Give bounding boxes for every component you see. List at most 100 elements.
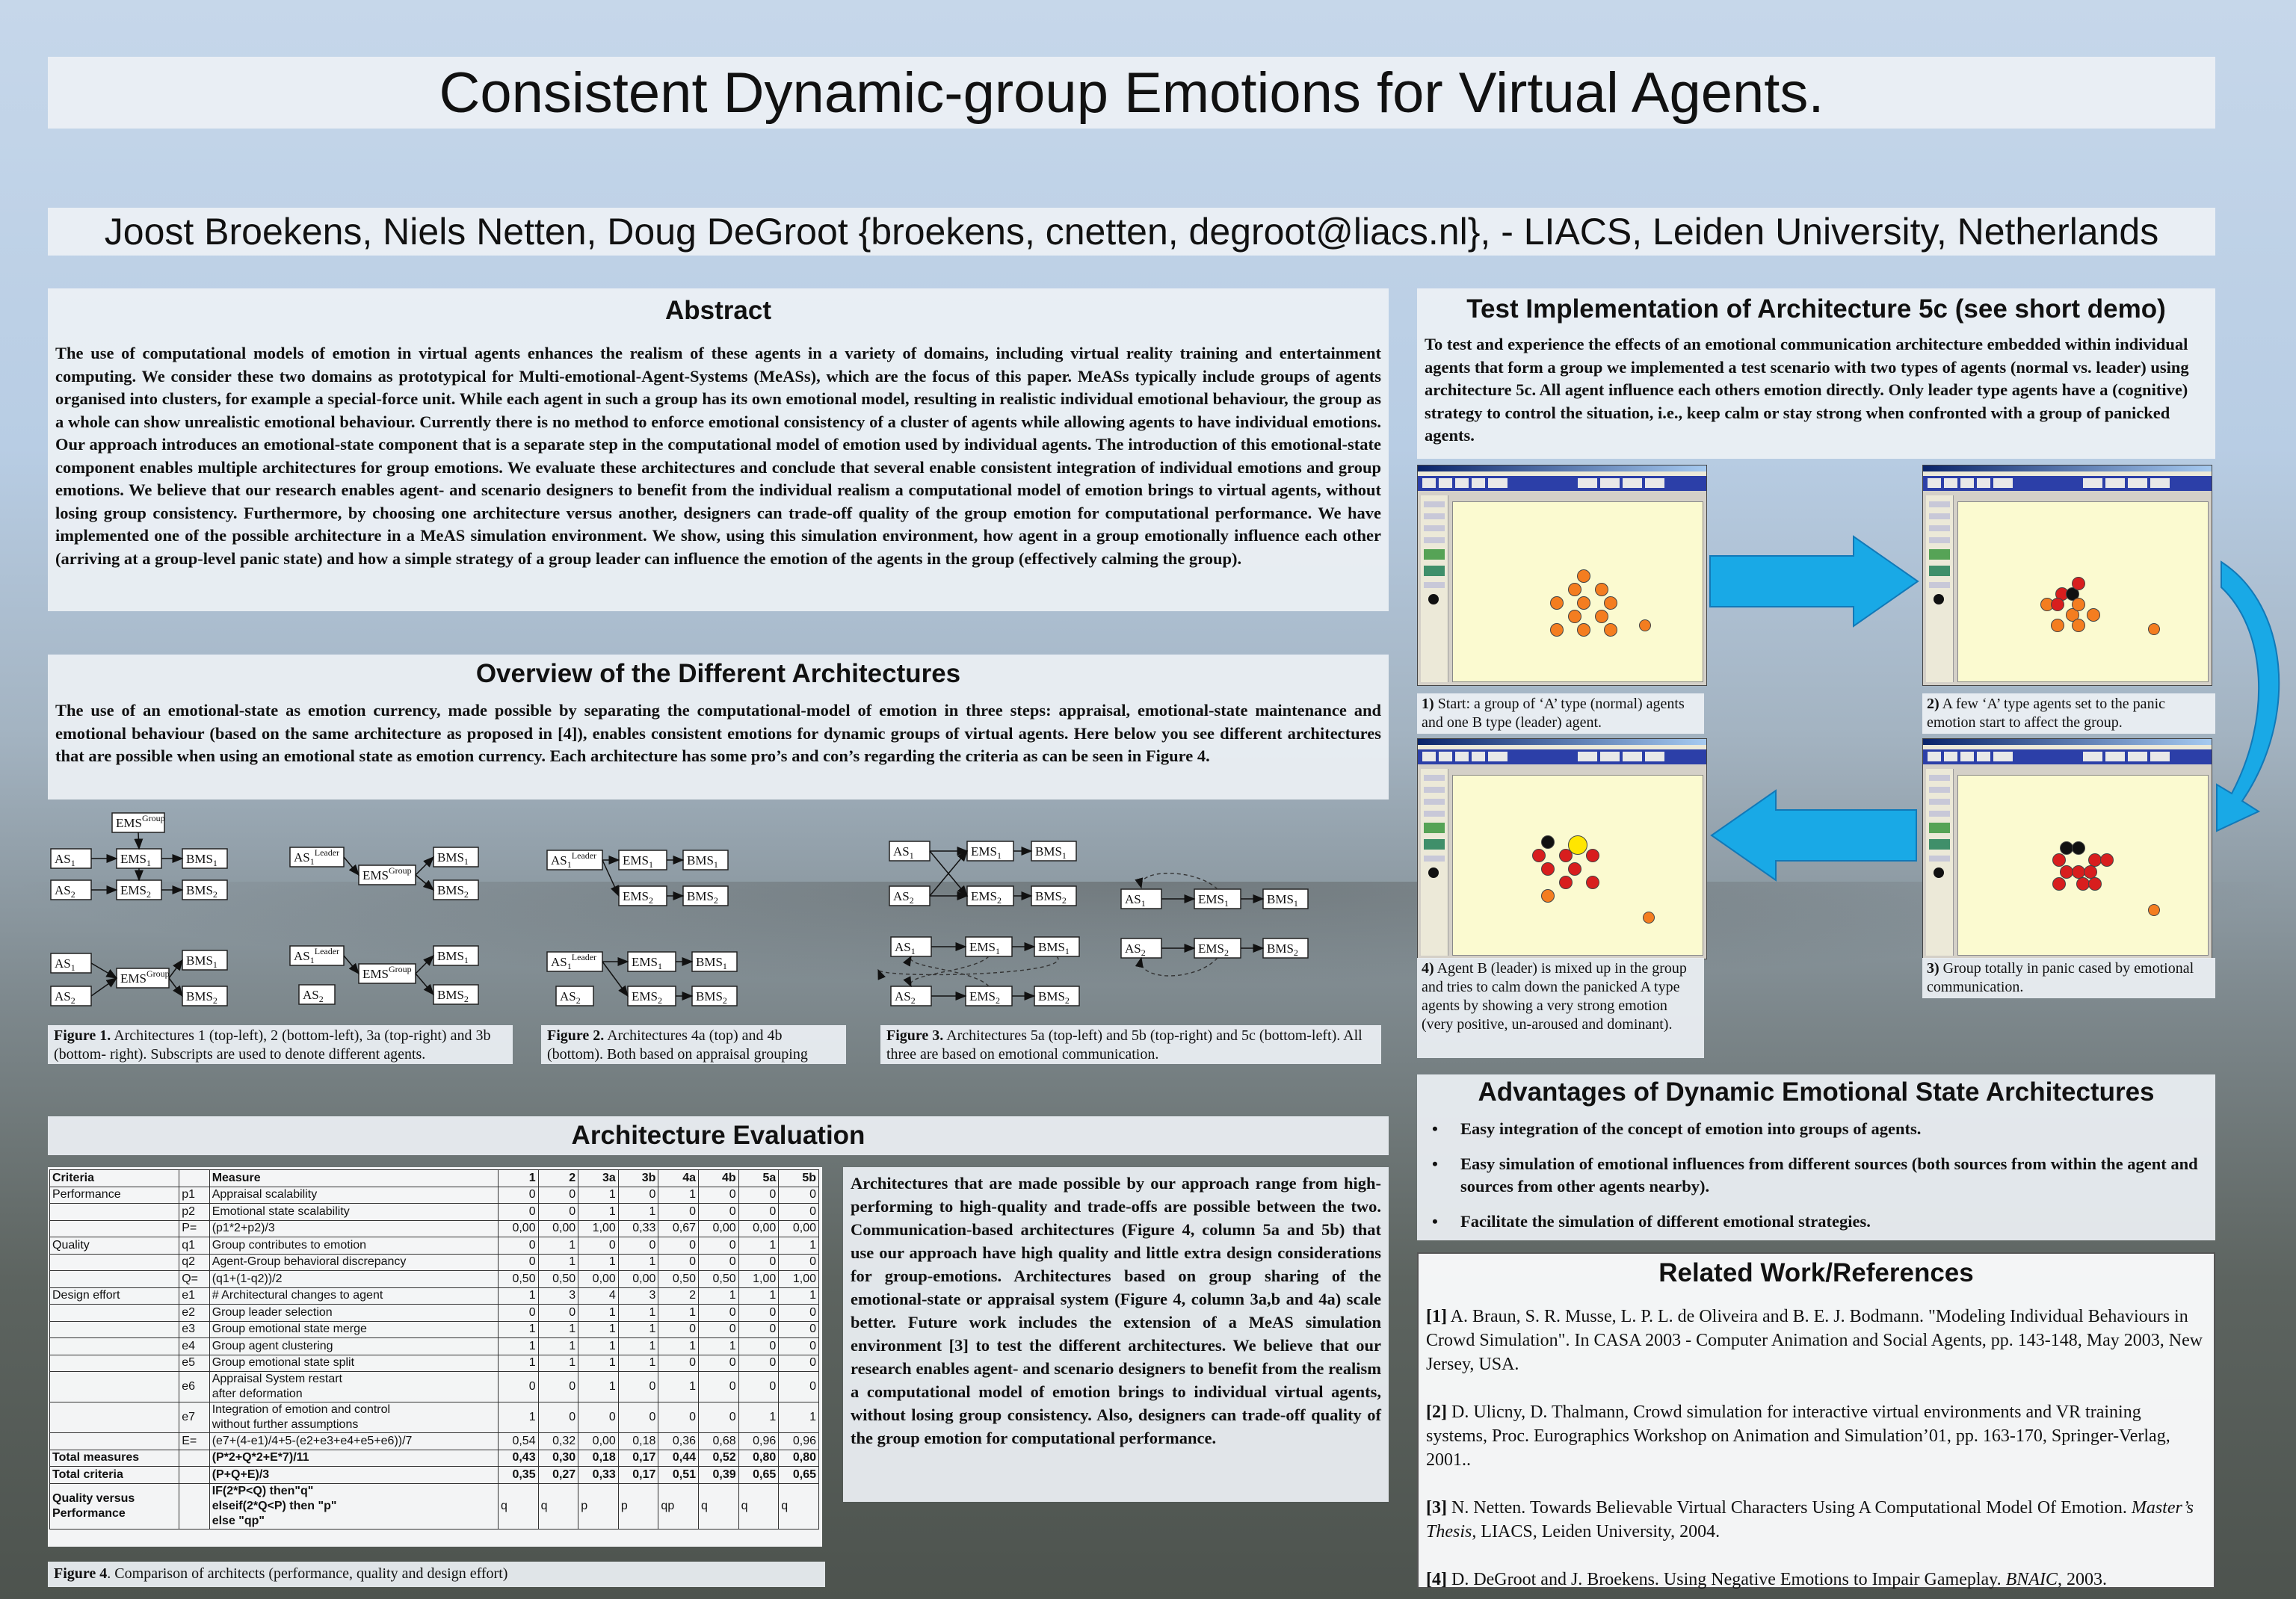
bms-label: BMS2 — [696, 989, 727, 1006]
table-cell — [49, 1402, 180, 1433]
step3-text: Group totally in panic cased by emotiona… — [1927, 960, 2194, 995]
abstract-text: The use of computational models of emoti… — [55, 344, 1381, 568]
table-cell: 0 — [537, 1371, 579, 1402]
table-cell: Group emotional state merge — [209, 1320, 499, 1338]
bms-box — [1031, 841, 1077, 862]
figure1-text: Architectures 1 (top-left), 2 (bottom-le… — [54, 1027, 491, 1063]
ems-box — [358, 865, 416, 885]
bms-label: BMS2 — [1038, 989, 1070, 1006]
step1-text: Start: a group of ‘A’ type (normal) agen… — [1422, 696, 1685, 731]
reference-text: D. DeGroot and J. Broekens. Using Negati… — [1446, 1570, 2002, 1589]
table-cell: 1,00 — [738, 1270, 780, 1288]
step2-caption: 2) A few ‘A’ type agents set to the pani… — [1922, 693, 2215, 734]
bms-box — [182, 950, 228, 971]
diagram-dashed-arrow — [903, 956, 990, 988]
reference-number: [1] — [1426, 1307, 1447, 1326]
table-cell: 0,65 — [778, 1466, 819, 1484]
step4-number: 4) — [1422, 960, 1434, 977]
screenshot-step1 — [1417, 465, 1707, 686]
diagram-arrow — [90, 962, 118, 979]
poster-authors: Joost Broekens, Niels Netten, Doug DeGro… — [48, 208, 2215, 256]
table-cell: 1 — [658, 1371, 700, 1402]
bms-label: BMS2 — [186, 989, 217, 1006]
overview-text: The use of an emotional-state as emotion… — [55, 701, 1381, 765]
ems-box — [618, 850, 667, 870]
table-cell: 0,00 — [617, 1270, 659, 1288]
table-cell: qp — [658, 1482, 700, 1530]
as-label: AS2 — [560, 989, 581, 1006]
overview-heading: Overview of the Different Architectures — [475, 659, 961, 688]
as-box — [298, 984, 336, 1005]
bms-box — [433, 879, 479, 900]
table-cell: 0,52 — [698, 1449, 739, 1467]
evaluation-text: Architectures that are made possible by … — [851, 1174, 1381, 1447]
bms-box — [182, 848, 228, 869]
reference-italic: BNAIC — [2005, 1570, 2058, 1589]
bms-label: BMS2 — [687, 889, 718, 906]
bms-label: BMS1 — [1267, 892, 1298, 909]
as-label: AS1 — [895, 940, 916, 956]
table-cell: 0,00 — [778, 1219, 819, 1237]
reference-text: N. Netten. Towards Believable Virtual Ch… — [1446, 1498, 2127, 1518]
ems-label: EMS2 — [120, 883, 151, 900]
table-cell: Criteria — [49, 1169, 180, 1187]
advantages-heading: Advantages of Dynamic Emotional State Ar… — [1478, 1077, 2155, 1107]
table-cell: 0 — [578, 1402, 619, 1433]
bms-label: BMS2 — [437, 988, 469, 1004]
figure1-label: Figure 1. — [54, 1027, 111, 1044]
step1-number: 1) — [1422, 696, 1434, 712]
bms-box — [182, 986, 228, 1006]
as-box — [1120, 938, 1162, 959]
abstract-panel: Abstract The use of computational models… — [48, 288, 1389, 611]
bms-box — [682, 885, 729, 906]
table-cell: 0,80 — [738, 1449, 780, 1467]
table-cell: Total measures — [49, 1449, 180, 1467]
reference-tail: , LIACS, Leiden University, 2004. — [1472, 1522, 1721, 1541]
bms-label: BMS1 — [687, 853, 718, 870]
screenshot-step2 — [1922, 465, 2212, 686]
table-cell: 0,18 — [617, 1432, 659, 1450]
table-cell: # Architectural changes to agent — [209, 1287, 499, 1305]
evaluation-heading-panel: Architecture Evaluation — [48, 1116, 1389, 1155]
bms-label: BMS1 — [437, 949, 469, 965]
table-cell: 0 — [738, 1371, 780, 1402]
table-cell: 0,33 — [617, 1219, 659, 1237]
ems-box — [618, 885, 667, 906]
diagram-dashed-arrow — [877, 956, 1059, 980]
table-cell: 0 — [537, 1402, 579, 1433]
bms-box — [433, 945, 479, 966]
as-label: AS2 — [1125, 941, 1146, 958]
test-panel: Test Implementation of Architecture 5c (… — [1417, 288, 2215, 459]
table-cell — [179, 1482, 210, 1530]
bms-box — [1262, 888, 1309, 909]
reference-item: [4] D. DeGroot and J. Broekens. Using Ne… — [1426, 1568, 2206, 1592]
diagram-arrow — [415, 954, 435, 974]
diagram-arrow — [168, 959, 183, 979]
bms-label: BMS1 — [437, 850, 469, 867]
step1-caption: 1) Start: a group of ‘A’ type (normal) a… — [1417, 693, 1704, 734]
evaluation-heading: Architecture Evaluation — [571, 1121, 865, 1150]
diagram-arrow — [415, 973, 434, 996]
diagram-arrow — [602, 859, 620, 897]
table-cell: 1 — [778, 1402, 819, 1433]
table-cell: 5b — [778, 1169, 819, 1187]
bms-label: BMS2 — [1267, 941, 1298, 958]
table-cell: Design effort — [49, 1287, 180, 1305]
figure2-text: Architectures 4a (top) and 4b (bottom). … — [547, 1027, 808, 1063]
as-label: AS1 — [1125, 892, 1146, 909]
diagram-arrow — [415, 874, 435, 891]
bms-label: BMS1 — [1035, 844, 1067, 861]
advantages-panel: Advantages of Dynamic Emotional State Ar… — [1417, 1074, 2215, 1240]
table-cell: Agent-Group behavioral discrepancy — [209, 1253, 499, 1271]
ems-label: EMS1 — [1198, 892, 1229, 909]
